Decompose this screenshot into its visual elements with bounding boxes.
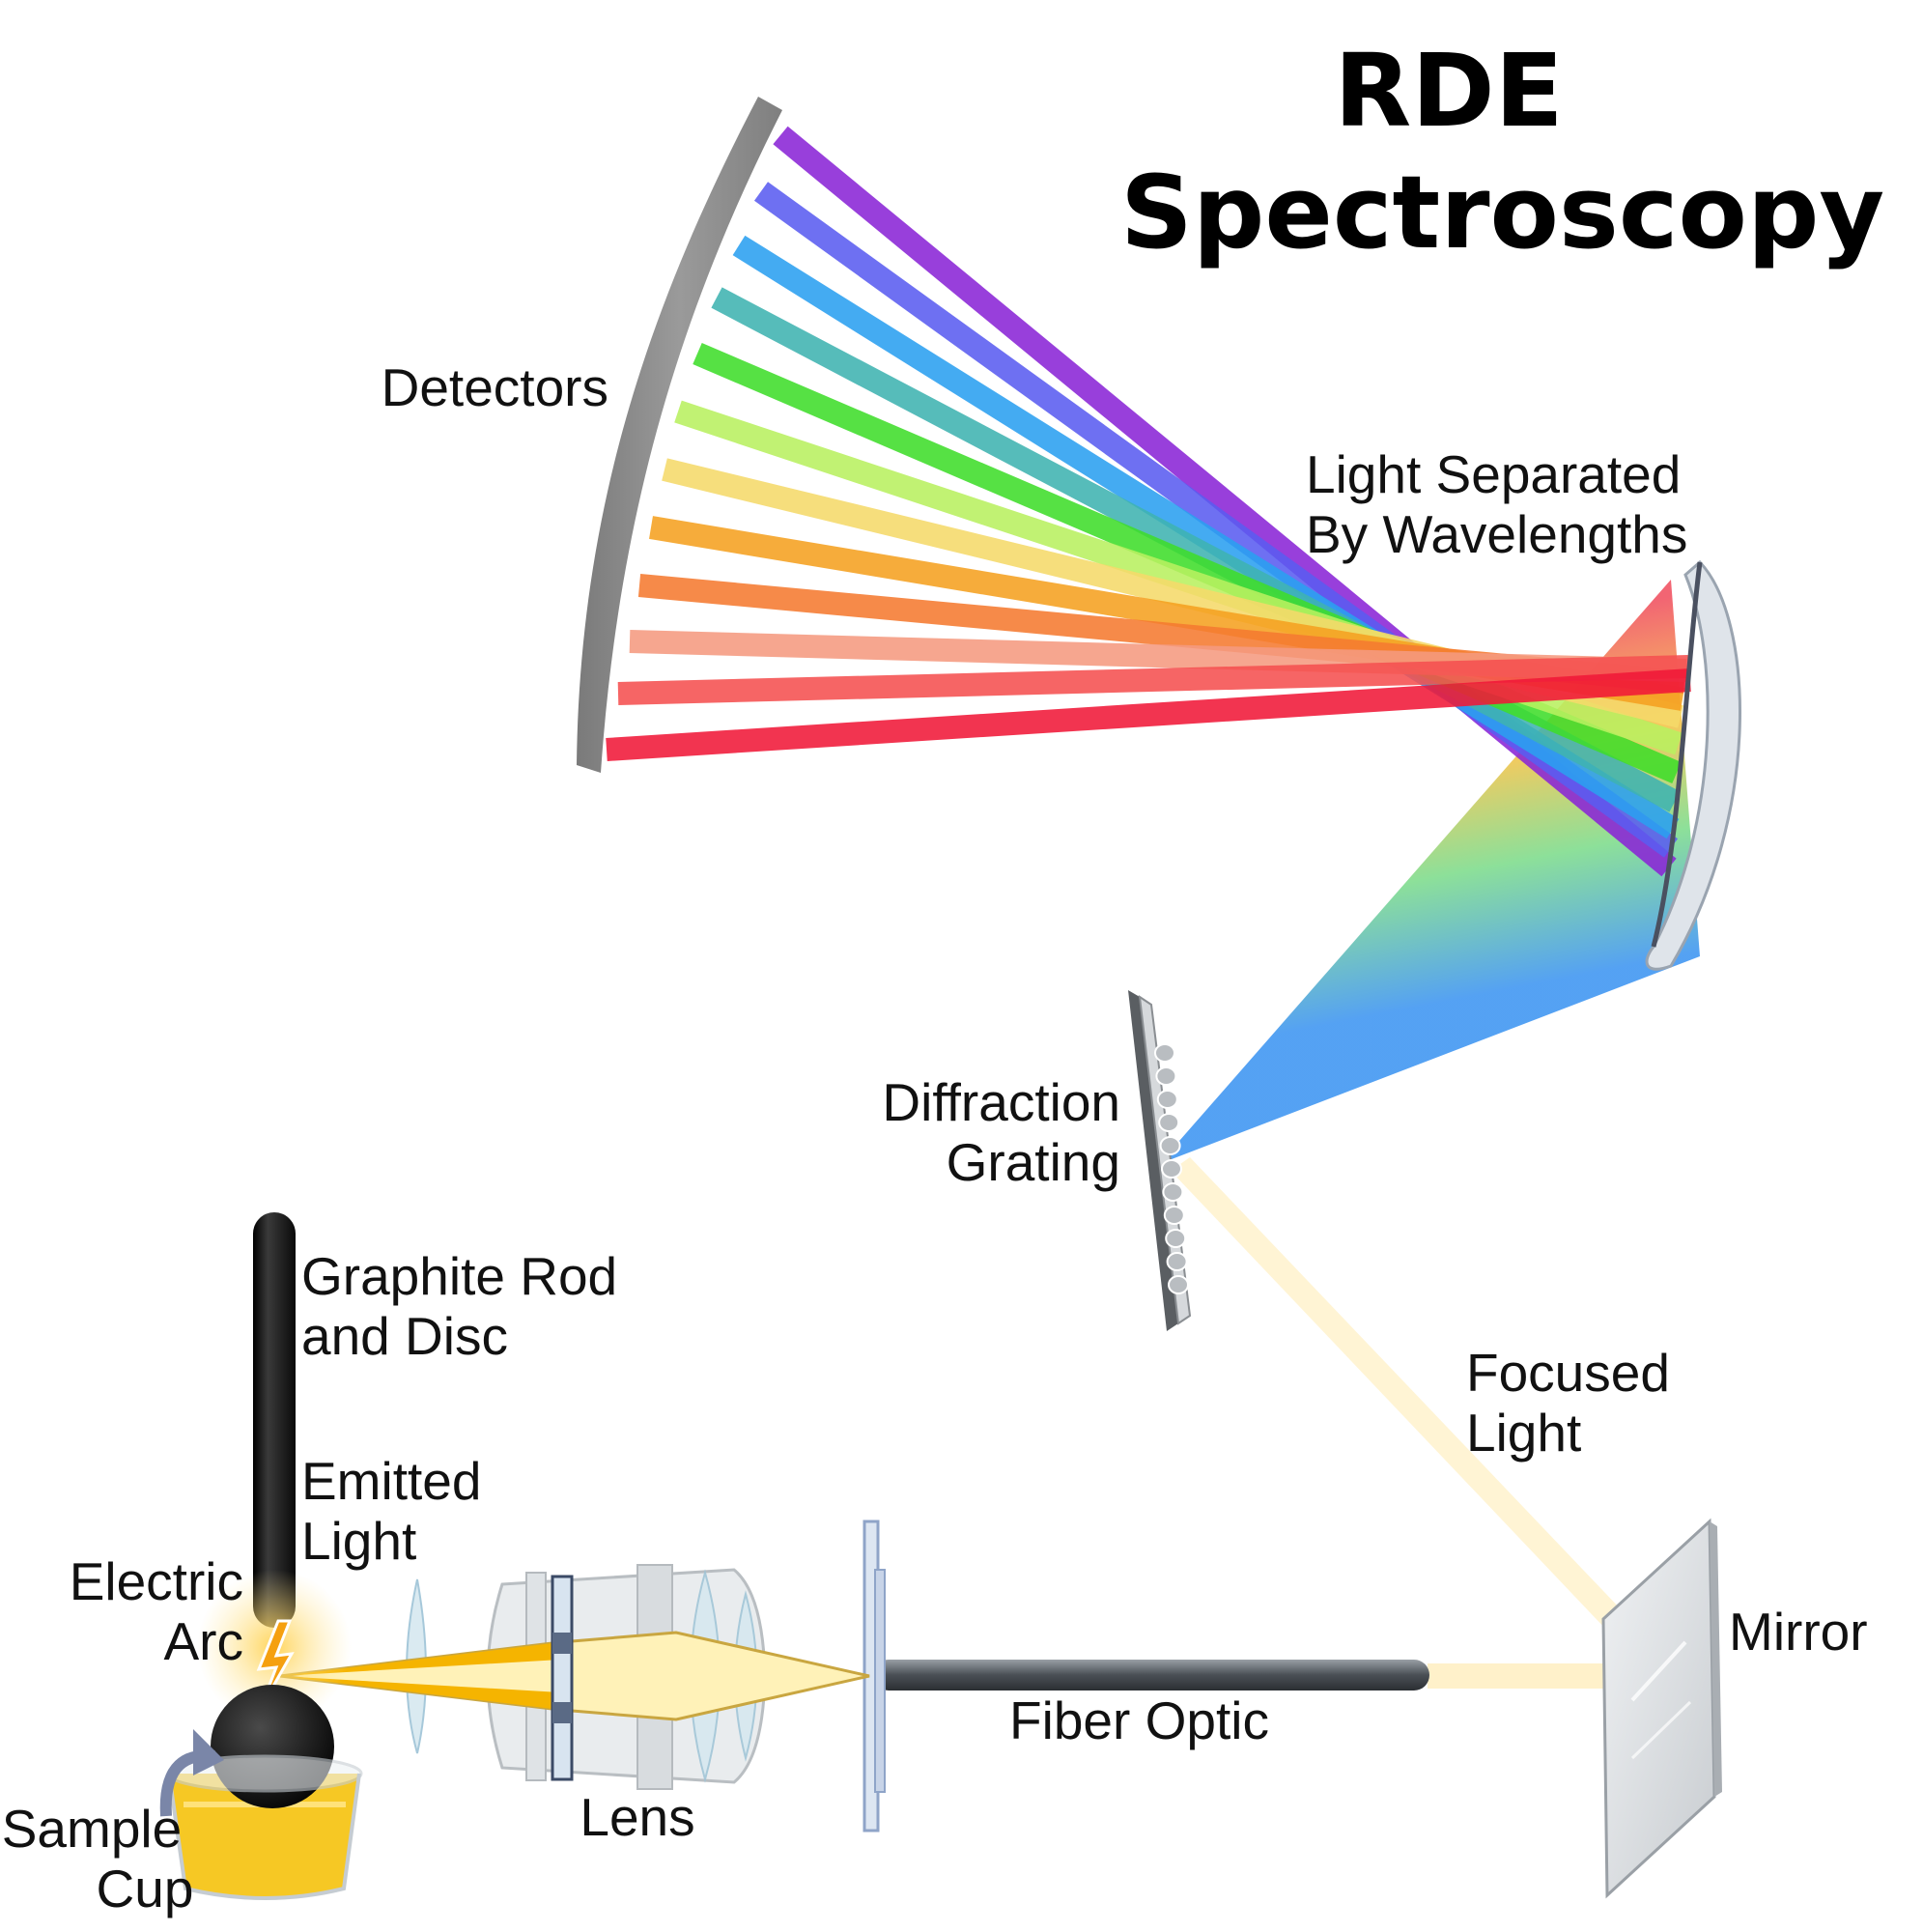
lens-assembly — [279, 1564, 870, 1790]
spectrum-rays — [606, 126, 1691, 877]
concave-mirror — [1645, 559, 1741, 971]
grating-groove — [1165, 1229, 1187, 1248]
graphite-rod — [253, 1212, 296, 1628]
title-line-1: RDE — [1334, 32, 1564, 150]
sample-cup-label-line1: Sample — [1, 1799, 183, 1859]
light-separated-label-line2: By Wavelengths — [1306, 504, 1688, 564]
focused-light-label-line1: Focused — [1466, 1343, 1670, 1403]
flat-mirror — [1601, 1518, 1722, 1899]
grating-groove — [1161, 1159, 1182, 1179]
spectrum-ray — [711, 287, 1681, 812]
grating-groove — [1162, 1182, 1184, 1202]
focused-light-label-line2: Light — [1466, 1403, 1582, 1463]
grating-groove — [1155, 1066, 1177, 1086]
mirror-label: Mirror — [1729, 1602, 1868, 1662]
focused-light-beam-diagonal — [1171, 1157, 1663, 1669]
title-line-2: Spectroscopy — [1120, 154, 1885, 271]
grating-groove — [1166, 1252, 1188, 1271]
diffraction-grating — [1128, 990, 1192, 1331]
grating-groove — [1168, 1275, 1189, 1294]
light-separated-label-line1: Light Separated — [1306, 444, 1682, 504]
detector-array — [577, 97, 782, 773]
detectors-label: Detectors — [381, 357, 608, 417]
diffraction-grating-label-line2: Grating — [946, 1132, 1120, 1192]
graphite-rod-label-line1: Graphite Rod — [301, 1246, 618, 1306]
grating-groove — [1158, 1113, 1180, 1132]
grating-groove — [1154, 1043, 1175, 1063]
grating-groove — [1159, 1136, 1181, 1155]
sample-cup — [159, 1685, 363, 1900]
graphite-rod-label-line2: and Disc — [301, 1306, 508, 1366]
sample-cup-label-line2: Cup — [96, 1859, 194, 1918]
fiber-optic-cable — [863, 1520, 1429, 1833]
lens-label: Lens — [580, 1787, 695, 1847]
diffraction-grating-label-line1: Diffraction — [882, 1072, 1120, 1132]
fiber-optic-label: Fiber Optic — [1009, 1690, 1269, 1750]
electric-arc-label-line1: Electric — [69, 1551, 243, 1611]
emitted-light-label-line1: Emitted — [301, 1451, 482, 1511]
spectrum-ray — [606, 668, 1691, 761]
grating-groove — [1163, 1206, 1185, 1225]
electric-arc-label-line2: Arc — [163, 1611, 244, 1671]
electric-arc-bolt — [256, 1619, 295, 1709]
spectrum-ray — [617, 655, 1689, 705]
emitted-light-label-line2: Light — [301, 1511, 417, 1571]
grating-groove — [1156, 1090, 1178, 1109]
